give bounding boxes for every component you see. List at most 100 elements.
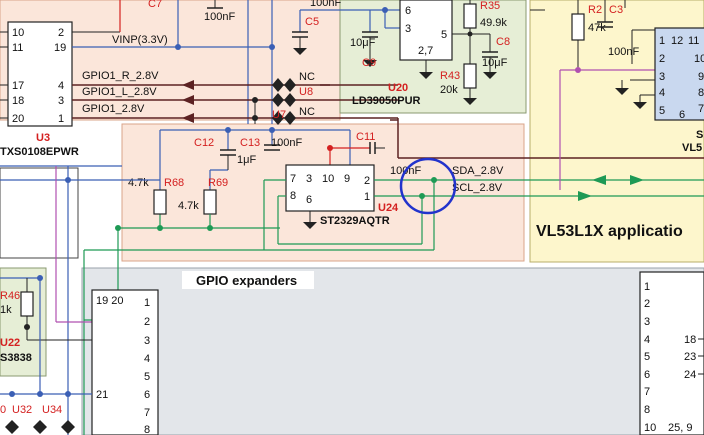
u24-pin-3: 3	[306, 173, 312, 185]
right-connector-body	[639, 271, 704, 435]
c8-ref: C8	[496, 36, 510, 48]
u20-pin-27: 2,7	[418, 45, 433, 57]
r46-value: 1k	[0, 304, 12, 316]
c5-ref: C5	[305, 16, 319, 28]
c9-ref: C9	[362, 57, 376, 69]
u3-pin-left-1: 10	[12, 27, 24, 39]
vl53-pin-6: 6	[679, 109, 685, 121]
r68-value: 4.7k	[128, 177, 149, 189]
rconn-pin-25-9: 25, 9	[668, 422, 692, 434]
u3-pin-right-5: 1	[58, 113, 64, 125]
u3-ref: U3	[36, 132, 50, 144]
u3-pin-left-2: 11	[12, 42, 23, 54]
vl53-pin-9: 9	[698, 71, 704, 83]
gray-region-gpio	[81, 267, 704, 435]
gpio-l-net-label: GPIO1_L_2.8V	[82, 86, 157, 98]
u3-pin-left-3: 17	[12, 80, 24, 92]
r69-value: 4.7k	[178, 200, 199, 212]
rconn-pin-7: 7	[644, 386, 650, 398]
u24-pin-2: 2	[364, 175, 370, 187]
rconn-pin-2: 2	[644, 298, 650, 310]
c7-value: 100nF	[204, 11, 235, 23]
u20-pin-6: 6	[405, 5, 411, 17]
c12-ref: C12	[194, 137, 214, 149]
expander-pin-4: 4	[144, 353, 150, 365]
vl53-label-s: S	[696, 129, 703, 141]
r43-ref: R43	[440, 70, 460, 82]
rconn-pin-4: 4	[644, 334, 650, 346]
vl53-section-title: VL53L1X applicatio	[536, 223, 683, 240]
r43-value: 20k	[440, 84, 458, 96]
vl53-pin-1: 1	[659, 35, 665, 47]
u24-pin-8: 8	[290, 190, 296, 202]
u24-pin-7: 7	[290, 173, 296, 185]
u24-pin-10: 10	[322, 173, 334, 185]
c13-value-2: 100nF	[271, 137, 302, 149]
bottom-ref-u34: U34	[42, 404, 62, 416]
vl53-pin-10: 10	[694, 53, 704, 65]
u24-pin-9: 9	[344, 173, 350, 185]
u3-pin-right-4: 3	[58, 95, 64, 107]
u3-part: TXS0108EPWR	[0, 146, 79, 158]
vl53-pin-8: 8	[698, 87, 704, 99]
u3-body	[7, 21, 73, 127]
scl-net-label: SCL_2.8V	[452, 182, 503, 194]
c13-ref: C13	[240, 137, 260, 149]
vl53-pin-7: 7	[698, 103, 704, 115]
expander-pin-8: 8	[144, 424, 150, 435]
r46-ref: R46	[0, 290, 20, 302]
rconn-pin-24: 24	[684, 369, 696, 381]
white-block-left	[0, 167, 79, 259]
r2-ref: R2	[588, 4, 602, 16]
c13-value-1: 1μF	[237, 154, 256, 166]
rconn-pin-18: 18	[684, 334, 696, 346]
rconn-pin-3: 3	[644, 316, 650, 328]
rconn-pin-23: 23	[684, 351, 696, 363]
u3-pin-left-5: 20	[12, 113, 24, 125]
vl53-pin-5: 5	[659, 105, 665, 117]
expander-pin-2: 2	[144, 316, 150, 328]
c5-value-top: 100nF	[310, 0, 341, 9]
vl53-ic-body	[654, 27, 704, 121]
rconn-pin-10: 10	[644, 422, 656, 434]
r2-value: 47k	[588, 22, 606, 34]
u24-pin-1: 1	[364, 191, 370, 203]
u24-ref: U24	[378, 202, 399, 214]
u3-pin-right-2: 19	[54, 42, 66, 54]
arrow-gpio	[182, 113, 194, 123]
expander-top-pins: 19 20	[96, 295, 124, 307]
r69-ref: R69	[208, 177, 228, 189]
rconn-pin-5: 5	[644, 351, 650, 363]
u20-body	[399, 0, 453, 61]
expander-pin-1: 1	[144, 297, 150, 309]
u3-pin-left-4: 18	[12, 95, 24, 107]
u20-part: LD39050PUR	[352, 95, 421, 107]
u24-body	[285, 164, 375, 212]
c3-ref: C3	[609, 4, 623, 16]
vl53-pin-4: 4	[659, 87, 665, 99]
c3-value: 100nF	[608, 46, 639, 58]
green-region-u22	[0, 267, 47, 377]
u24-part: ST2329AQTR	[320, 215, 390, 227]
u22-ref: U22	[0, 337, 20, 349]
rconn-pin-6: 6	[644, 369, 650, 381]
rconn-pin-8: 8	[644, 404, 650, 416]
expander-pin-7: 7	[144, 407, 150, 419]
c9-value: 10μF	[350, 37, 376, 49]
gpio-section-title: GPIO expanders	[196, 273, 297, 288]
highlight-circle	[399, 157, 457, 215]
u20-pin-3: 3	[405, 23, 411, 35]
expander-pin-5: 5	[144, 371, 150, 383]
u3-pin-right-1: 2	[58, 27, 64, 39]
u20-ref: U20	[388, 82, 408, 94]
arrow-gpio-r	[182, 80, 194, 90]
sda-net-label: SDA_2.8V	[452, 165, 504, 177]
u24-pin-6: 6	[306, 194, 312, 206]
expander-pin-21: 21	[96, 389, 108, 401]
c7-ref: C7	[148, 0, 162, 10]
expander-pin-3: 3	[144, 335, 150, 347]
arrow-gpio-l	[182, 95, 194, 105]
r68-ref: R68	[164, 177, 184, 189]
